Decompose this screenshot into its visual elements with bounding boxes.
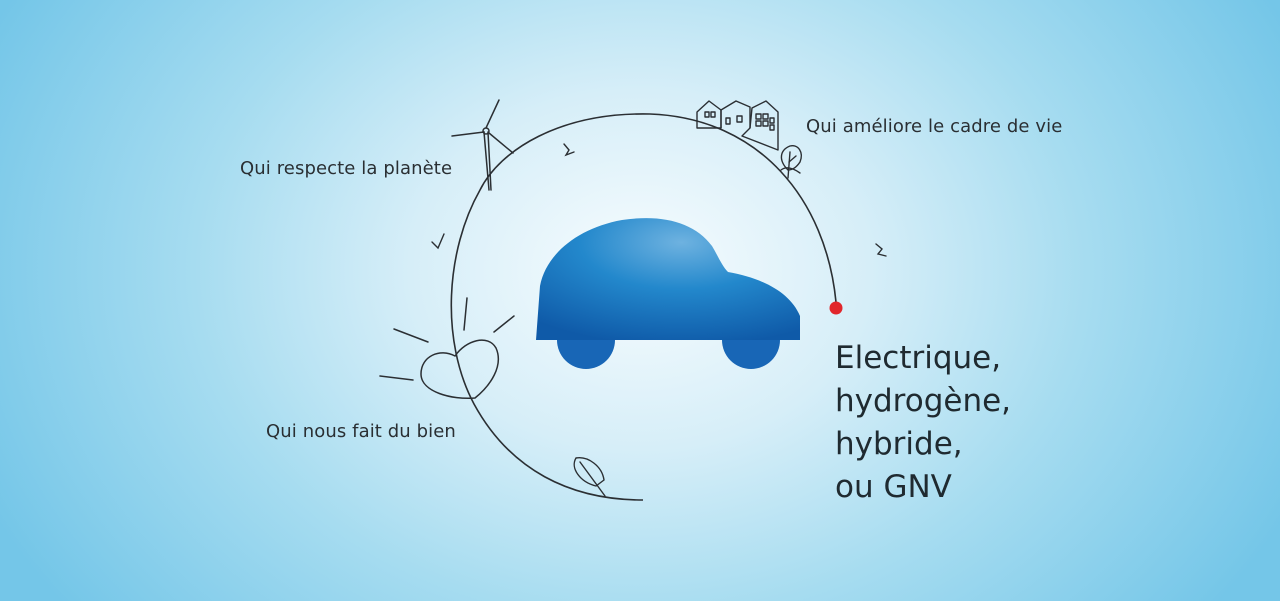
wind-turbine-icon xyxy=(451,99,514,191)
caption-living: Qui améliore le cadre de vie xyxy=(806,116,1063,137)
caption-wellbeing: Qui nous fait du bien xyxy=(266,421,456,442)
headline-line-2: hydrogène, xyxy=(835,383,1012,419)
end-dot xyxy=(829,301,843,315)
houses-icon xyxy=(696,100,779,151)
leaf-icon xyxy=(573,457,606,497)
energy-headline: Electrique, hydrogène, hybride, ou GNV xyxy=(835,337,1011,509)
caption-planet: Qui respecte la planète xyxy=(240,158,453,179)
bird-icon xyxy=(431,143,887,257)
circle-line xyxy=(450,113,837,501)
headline-line-4: ou GNV xyxy=(835,469,952,505)
tree-icon xyxy=(780,145,802,179)
headline-line-3: hybride, xyxy=(835,426,963,462)
car-icon xyxy=(536,218,800,369)
heart-icon xyxy=(379,297,515,400)
headline-line-1: Electrique, xyxy=(835,340,1002,376)
